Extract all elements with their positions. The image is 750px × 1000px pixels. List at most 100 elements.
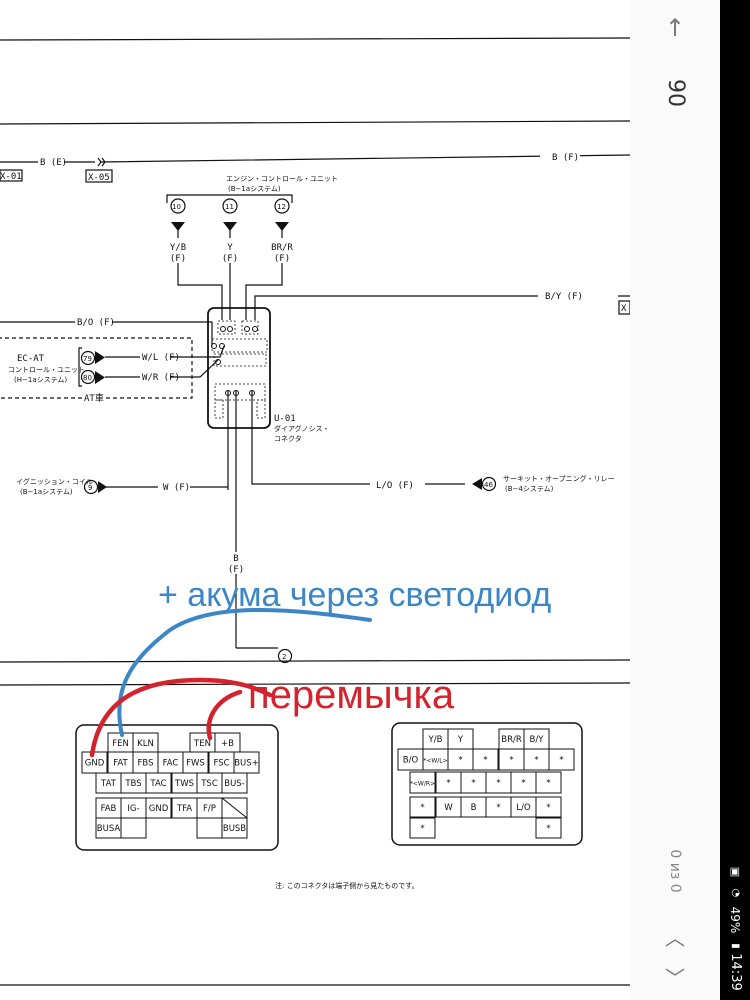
wire-label: (F) bbox=[274, 254, 290, 264]
page-counter: 0 из 0 bbox=[667, 849, 683, 893]
terminal-label: FAT bbox=[113, 759, 128, 769]
terminal-label: * bbox=[458, 756, 462, 766]
connector-terminal bbox=[409, 796, 436, 818]
terminal-label: TAC bbox=[149, 779, 166, 789]
connector-arrow bbox=[97, 157, 106, 167]
ecu-pin-10 bbox=[170, 198, 186, 214]
connector-terminal bbox=[221, 772, 248, 794]
zoom-level: 90 bbox=[663, 79, 688, 107]
ecu-wires bbox=[177, 263, 630, 320]
connector-box-x01 bbox=[0, 169, 23, 182]
wires-bottom bbox=[227, 391, 465, 648]
terminal-label: TWS bbox=[174, 779, 194, 789]
connector-face-left bbox=[75, 724, 279, 851]
coil-title: イグニッション・コイル bbox=[16, 477, 93, 486]
terminal-label: * bbox=[420, 803, 424, 813]
page-border-top bbox=[0, 37, 630, 41]
terminal-label: * bbox=[546, 779, 550, 789]
wire-label: B/O (F) bbox=[77, 318, 115, 328]
terminal-label: Y bbox=[457, 735, 464, 745]
terminal-label: * bbox=[496, 803, 500, 813]
notification-icon: ▣ bbox=[729, 866, 742, 878]
battery-icon: ▮ bbox=[730, 943, 741, 949]
terminal-label: * bbox=[521, 779, 525, 789]
terminal-label: B/O bbox=[403, 756, 419, 766]
terminal-label: * bbox=[559, 756, 563, 766]
battery-percent: 49% bbox=[728, 906, 742, 934]
ecu-bracket bbox=[166, 194, 293, 203]
terminal-label: +B bbox=[221, 739, 234, 749]
terminal-label: * bbox=[446, 779, 450, 789]
section-divider bbox=[0, 682, 630, 686]
connector-terminal bbox=[548, 748, 575, 771]
connector-terminal bbox=[196, 817, 223, 839]
terminal-label: FSC bbox=[213, 759, 229, 769]
connector-terminal bbox=[145, 797, 172, 819]
diagnosis-connector-u01 bbox=[207, 307, 271, 429]
terminal-label: Y/B bbox=[428, 735, 443, 745]
wiring-diagram: B (E) B (F) X-01 X-05 X エンジン・コントロール・ユニット… bbox=[0, 37, 630, 986]
terminal-label: *<W/L> bbox=[423, 758, 447, 765]
terminal-label: KLN bbox=[137, 739, 154, 749]
terminal-label: F/P bbox=[203, 804, 216, 814]
red-jumper-annotation bbox=[89, 677, 273, 758]
connector-terminal bbox=[409, 771, 436, 794]
connector-terminal bbox=[535, 817, 562, 839]
ecat-title: EC-AT bbox=[17, 354, 45, 364]
terminal-label: TAT bbox=[100, 779, 117, 789]
blue-annotation-text: + акума через светодиод bbox=[158, 576, 551, 614]
terminal-label: TFA bbox=[176, 804, 192, 814]
ecu-title: エンジン・コントロール・ユニット bbox=[226, 175, 338, 183]
terminal-label: B bbox=[471, 803, 477, 813]
terminal-label: FAC bbox=[163, 759, 179, 769]
connector-terminal bbox=[145, 772, 172, 794]
terminal-label: BUS- bbox=[224, 779, 245, 789]
terminal-label: B/Y bbox=[530, 735, 545, 745]
arrow-up-icon[interactable]: ↑ bbox=[664, 14, 686, 42]
wire-label: B (F) bbox=[552, 153, 579, 163]
terminal-label: * bbox=[420, 824, 424, 834]
terminal-label: * bbox=[496, 779, 500, 789]
connector-name: コネクタ bbox=[274, 434, 302, 443]
wires-ecat bbox=[105, 345, 225, 378]
connector-terminal bbox=[221, 817, 248, 839]
connector-name: ダイアグノシス・ bbox=[274, 424, 330, 433]
status-bar: 14:39 ▮ 49% ◔ ▣ bbox=[720, 0, 750, 1000]
pin-number: 2 bbox=[282, 653, 286, 661]
connector-note: 注: このコネクタは端子側から見たものです。 bbox=[275, 881, 419, 890]
terminal-label: * bbox=[471, 779, 475, 789]
terminal-label: BUSB bbox=[223, 824, 246, 834]
terminal-label: GND bbox=[149, 804, 169, 814]
wire-label: (F) bbox=[228, 565, 244, 575]
connector-terminal bbox=[472, 748, 499, 771]
pin-number: 80 bbox=[83, 374, 92, 382]
ground-pin-2 bbox=[277, 648, 293, 664]
terminal-label: * bbox=[546, 824, 550, 834]
ecu-pin-11 bbox=[222, 198, 238, 214]
connector-terminal bbox=[535, 771, 562, 794]
ecat-subtitle: コントロール・ユニット bbox=[8, 366, 85, 374]
wire-bo bbox=[0, 321, 213, 345]
red-annotation-text: перемычка bbox=[248, 673, 455, 717]
connector-code: U-01 bbox=[274, 414, 296, 424]
terminal-label: FWS bbox=[186, 759, 205, 769]
terminal-label: IG- bbox=[127, 804, 139, 814]
wire-label: W (F) bbox=[163, 483, 190, 493]
terminal-label: BR/R bbox=[501, 735, 522, 745]
connector-box-x bbox=[618, 300, 630, 315]
relay-title: サーキット・オープニング・リレー bbox=[503, 474, 615, 483]
wire-b bbox=[0, 154, 630, 163]
wire-label: (F) bbox=[222, 254, 238, 264]
wifi-icon: ◔ bbox=[730, 888, 741, 898]
terminal-label: FEN bbox=[112, 739, 129, 749]
viewer-side-toolbar: ↑ 90 0 из 0 ︿ ﹀ bbox=[630, 0, 720, 1000]
connector-box-x05 bbox=[85, 169, 113, 183]
coil-system: (B−1aシステム) bbox=[20, 488, 73, 496]
wire-label: Y/B bbox=[170, 243, 186, 253]
wire-label: B bbox=[233, 554, 238, 564]
chevron-down-icon[interactable]: ﹀ bbox=[665, 966, 685, 990]
terminal-label: FAB bbox=[101, 804, 117, 814]
chevron-up-icon[interactable]: ︿ bbox=[665, 926, 685, 950]
terminal-label: * bbox=[546, 803, 550, 813]
